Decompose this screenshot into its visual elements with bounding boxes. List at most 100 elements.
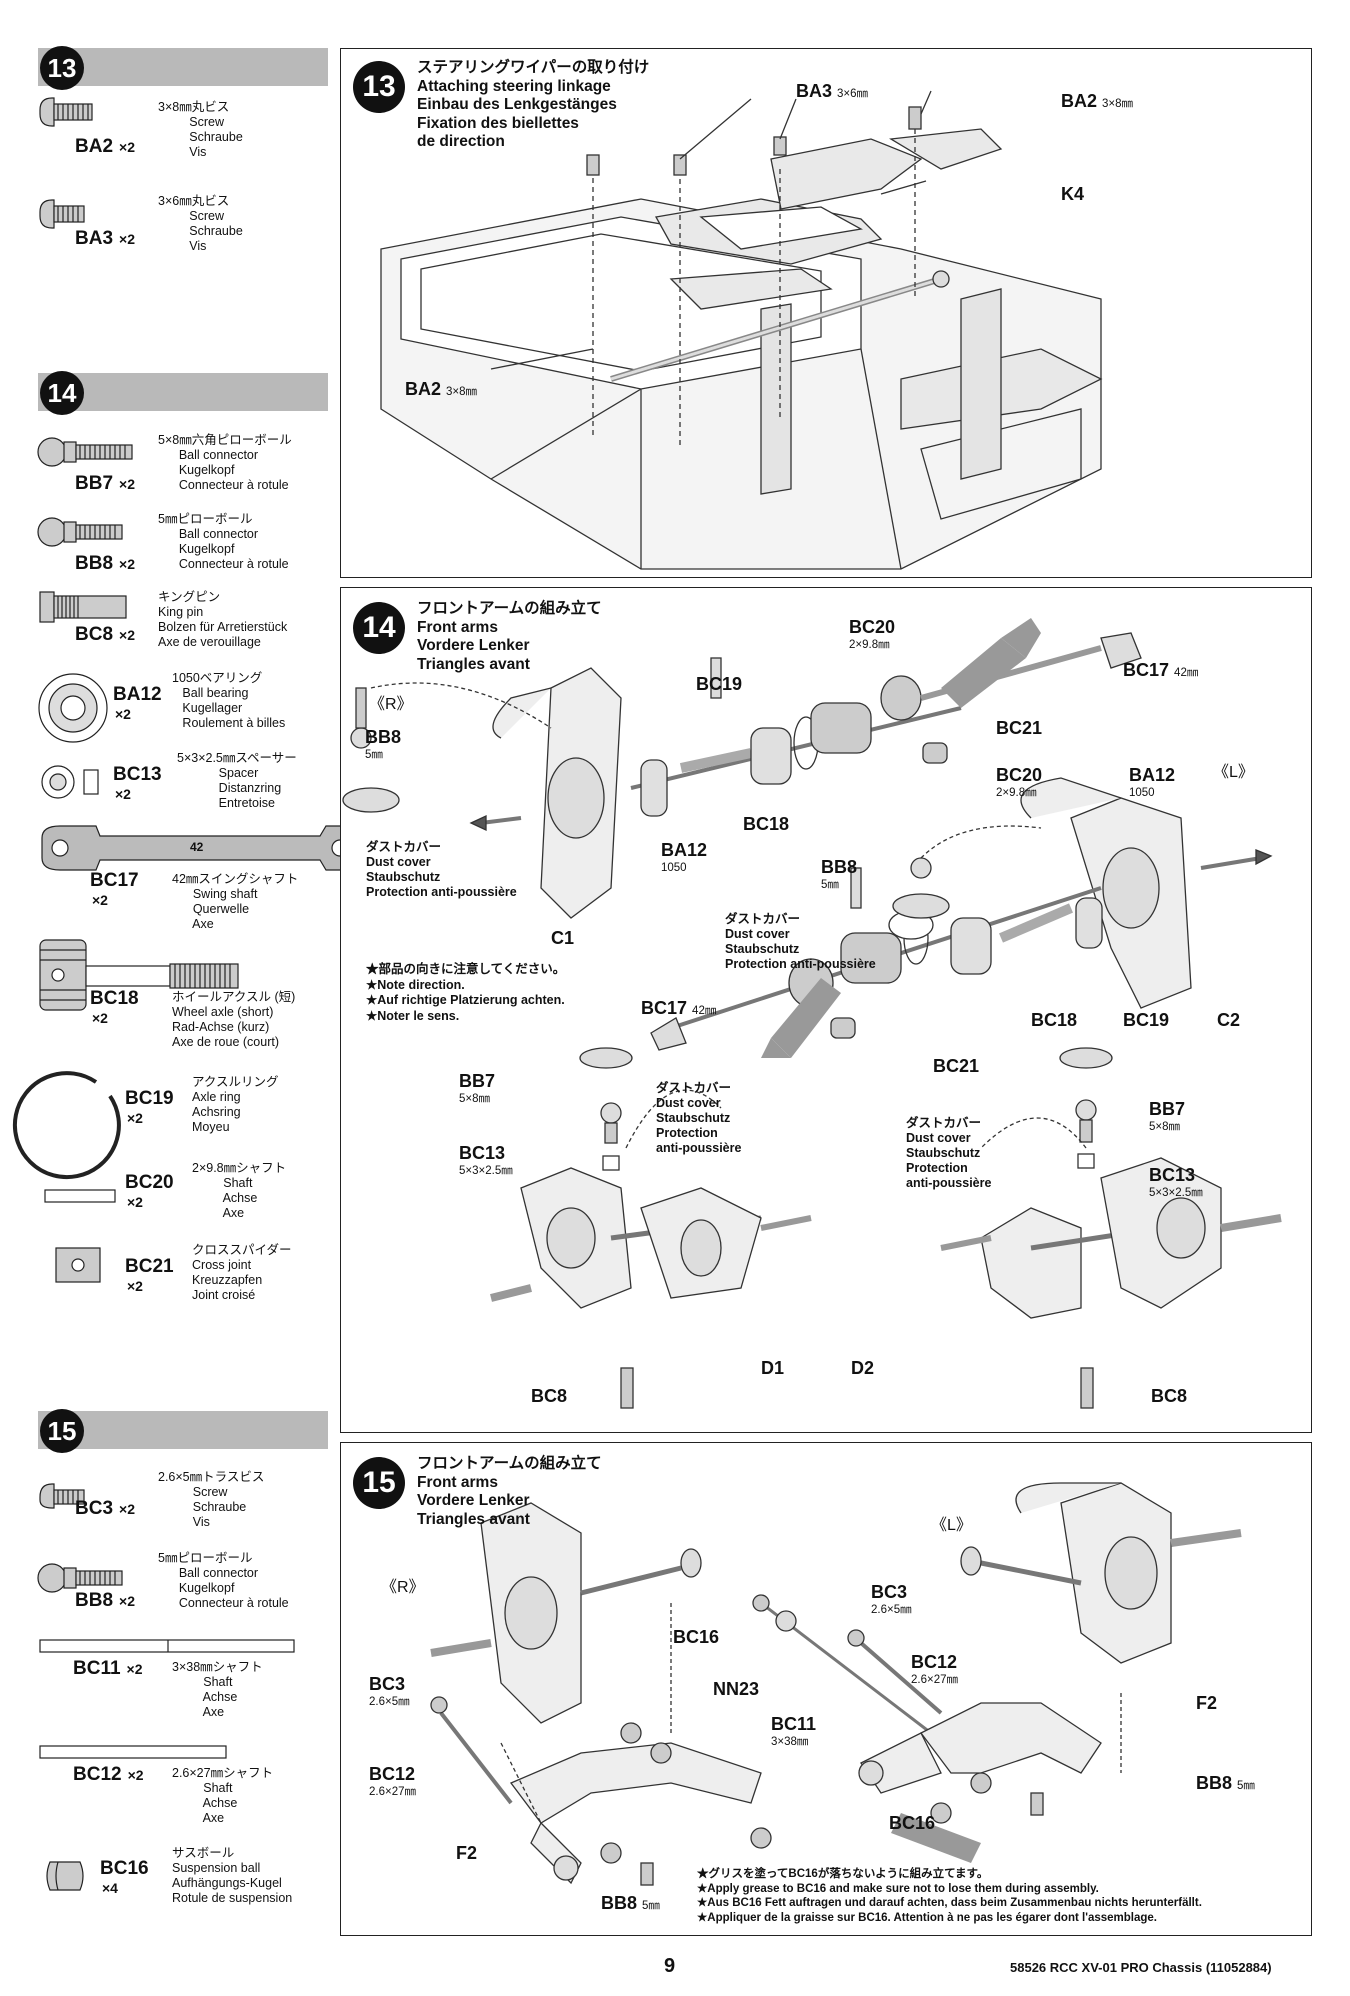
bc17-length-label: 42 xyxy=(190,840,204,854)
part-desc-bc3: 2.6×5㎜トラスビス Screw Schraube Vis xyxy=(158,1470,265,1529)
part-desc-bb8-2: 5㎜ピローボール Ball connector Kugelkopf Connec… xyxy=(158,1551,289,1610)
step13-header-bar xyxy=(38,48,328,86)
label-ba2-bottom: BA2 3×8㎜ xyxy=(405,379,478,399)
label-f2-right: F2 xyxy=(456,1843,478,1863)
label-bc8-right: BC8 xyxy=(1151,1386,1188,1406)
label-d1: D1 xyxy=(761,1358,785,1378)
part-desc-bb7: 5×8㎜六角ピローボール Ball connector Kugelkopf Co… xyxy=(158,433,292,492)
part-desc-bc8: キングピン King pin Bolzen für Arretierstück … xyxy=(158,590,288,649)
ba2-screw-icon xyxy=(39,97,93,127)
dust-cover-label-1: ダストカバー Dust cover Staubschutz Protection… xyxy=(366,840,517,899)
part-code-bc19: BC19×2 xyxy=(125,1088,174,1126)
step14-number: 14 xyxy=(40,371,84,415)
page-number: 9 xyxy=(664,1955,676,1977)
panel14-note: ★部品の向きに注意してください。 ★Note direction. ★Auf r… xyxy=(366,962,566,1023)
part-desc-bc16: サスボール Suspension ball Aufhängungs-Kugel … xyxy=(172,1846,293,1905)
label-ba3: BA3 3×6㎜ xyxy=(796,81,869,101)
bc13-spacer-icon xyxy=(41,765,99,799)
panel14-title: フロントアームの組み立て Front arms Vordere Lenker T… xyxy=(417,600,602,673)
label-bc21-top: BC21 xyxy=(996,718,1043,738)
label-right-side: 《R》 xyxy=(369,696,413,713)
step14-header-bar xyxy=(38,373,328,411)
ba12-bearing-icon xyxy=(38,673,108,743)
panel13-step-number: 13 xyxy=(353,61,405,113)
label-nn23: NN23 xyxy=(713,1679,760,1699)
part-desc-bc20: 2×9.8㎜シャフト Shaft Achse Axe xyxy=(192,1161,287,1220)
part-code-bc13: BC13×2 xyxy=(113,764,162,802)
label-left-side: 《L》 xyxy=(1213,764,1254,781)
part-desc-bc12: 2.6×27㎜シャフト Shaft Achse Axe xyxy=(172,1766,274,1825)
label-ba2-top: BA2 3×8㎜ xyxy=(1061,91,1134,111)
label-bc18-top: BC18 xyxy=(743,814,790,834)
part-desc-bc17: 42㎜スイングシャフト Swing shaft Querwelle Axe xyxy=(172,872,299,931)
label-d2: D2 xyxy=(851,1358,875,1378)
label-bc17-mid: BC17 42㎜ xyxy=(641,998,717,1018)
label-k4: K4 xyxy=(1061,184,1085,204)
label-bb8-left: BB8 5㎜ xyxy=(1196,1773,1255,1793)
dust-cover-label-3: ダストカバー Dust cover Staubschutz Protection… xyxy=(656,1081,742,1155)
panel15-title: フロントアームの組み立て Front arms Vordere Lenker T… xyxy=(417,1455,602,1528)
part-desc-ba2: 3×8㎜丸ビス Screw Schraube Vis xyxy=(158,100,243,159)
label-left-side-15: 《L》 xyxy=(931,1517,972,1534)
label-bc16-top: BC16 xyxy=(673,1627,720,1647)
label-c2: C2 xyxy=(1217,1010,1241,1030)
panel13-title: ステアリングワイパーの取り付け Attaching steering linka… xyxy=(417,59,650,150)
bc19-axle-ring-icon xyxy=(12,1071,121,1180)
dust-cover-label-2: ダストカバー Dust cover Staubschutz Protection… xyxy=(725,912,876,971)
label-bc21-mid: BC21 xyxy=(933,1056,980,1076)
steering-linkage-illustration xyxy=(380,90,1103,570)
part-code-bc3: BC3×2 xyxy=(75,1498,135,1519)
bb7-ball-connector-icon xyxy=(37,437,133,467)
panel14-step-number: 14 xyxy=(353,602,405,654)
bc21-cross-joint-icon xyxy=(55,1247,101,1283)
part-code-bb8-2: BB8×2 xyxy=(75,1590,135,1611)
panel-step13: 13 ステアリングワイパーの取り付け Attaching steering li… xyxy=(340,48,1312,578)
part-code-ba3: BA3×2 xyxy=(75,228,135,249)
panel-step14: 14 フロントアームの組み立て Front arms Vordere Lenke… xyxy=(340,587,1312,1433)
part-desc-ba12: 1050ベアリング Ball bearing Kugellager Roulem… xyxy=(172,671,286,730)
label-bb8-bottom: BB8 5㎜ xyxy=(601,1893,660,1913)
front-arms-illustration xyxy=(342,618,1282,1409)
bb8-ball-connector-icon-2 xyxy=(37,1563,123,1593)
part-code-bc11: BC11×2 xyxy=(73,1658,143,1679)
label-c1: C1 xyxy=(551,928,575,948)
label-bc16-bottom: BC16 xyxy=(889,1813,936,1833)
part-code-bc21: BC21×2 xyxy=(125,1256,174,1294)
part-desc-ba3: 3×6㎜丸ビス Screw Schraube Vis xyxy=(158,194,243,253)
label-bc19-mid: BC19 xyxy=(1123,1010,1170,1030)
front-arms-step15-illustration xyxy=(430,1482,1242,1886)
part-code-ba2: BA2×2 xyxy=(75,136,135,157)
part-code-bb8: BB8×2 xyxy=(75,553,135,574)
bc16-suspension-ball-icon xyxy=(46,1861,84,1891)
part-desc-bc18: ホイールアクスル (短) Wheel axle (short) Rad-Achs… xyxy=(172,990,296,1049)
panel-step15: 15 フロントアームの組み立て Front arms Vordere Lenke… xyxy=(340,1442,1312,1936)
ba3-screw-icon xyxy=(39,199,85,229)
label-bc8-left: BC8 xyxy=(531,1386,568,1406)
part-desc-bc13: 5×3×2.5㎜スペーサー Spacer Distanzring Entreto… xyxy=(177,751,297,810)
panel15-note: ★グリスを塗ってBC16が落ちないように組み立てます。 ★Apply greas… xyxy=(697,1868,1202,1924)
label-f2-left: F2 xyxy=(1196,1693,1218,1713)
bc20-shaft-icon xyxy=(44,1189,116,1203)
step15-number: 15 xyxy=(40,1409,84,1453)
part-desc-bb8: 5㎜ピローボール Ball connector Kugelkopf Connec… xyxy=(158,512,289,571)
bc8-king-pin-icon xyxy=(39,591,127,623)
bc11-shaft-icon xyxy=(39,1639,295,1653)
part-desc-bc19: アクスルリング Axle ring Achsring Moyeu xyxy=(192,1075,279,1134)
part-code-bb7: BB7×2 xyxy=(75,473,135,494)
dust-cover-label-4: ダストカバー Dust cover Staubschutz Protection… xyxy=(906,1116,992,1190)
part-code-bc8: BC8×2 xyxy=(75,624,135,645)
part-code-bc17: BC17×2 xyxy=(90,870,139,908)
label-right-side-15: 《R》 xyxy=(381,1579,425,1596)
